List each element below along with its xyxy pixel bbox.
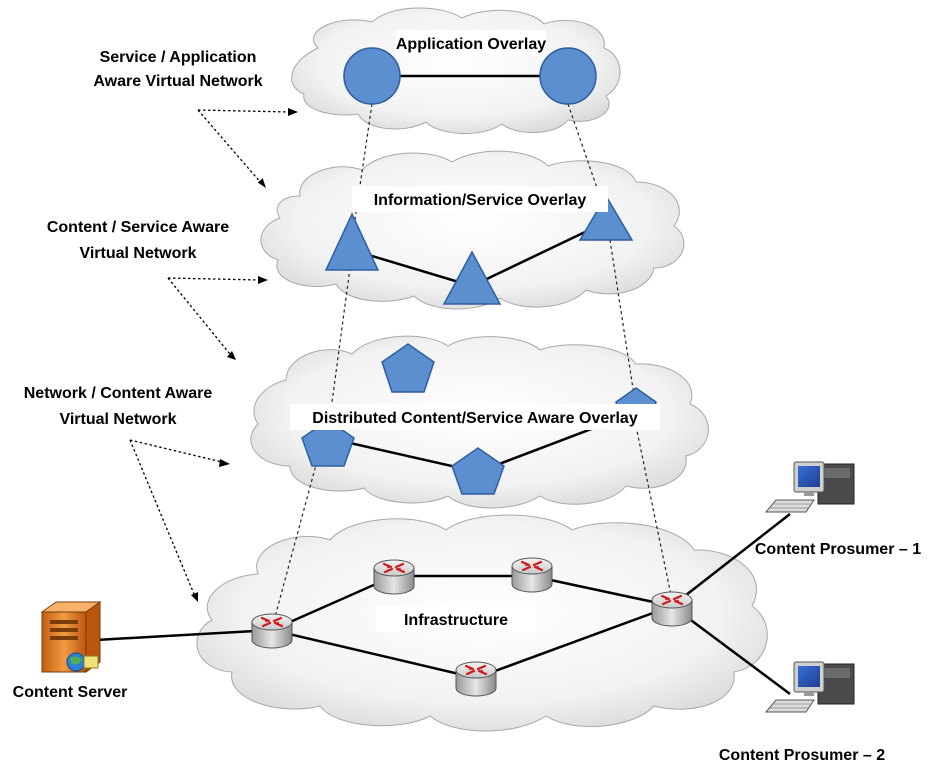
vertical-link-right-mid <box>609 239 637 409</box>
side-label-application-line-2: Aware Virtual Network <box>93 73 262 90</box>
infrastructure-links <box>95 513 791 696</box>
content-prosumer-2-label: Content Prosumer – 2 <box>719 747 885 764</box>
vertical-link-left-lower <box>271 449 321 629</box>
content-server-label: Content Server <box>13 684 128 701</box>
app-node-right <box>539 47 597 105</box>
side-label-application: Service / Application Aware Virtual Netw… <box>93 49 262 90</box>
router-icon <box>454 660 498 698</box>
side-label-distributed: Network / Content Aware Virtual Network <box>24 385 213 428</box>
information-overlay: Information/Service Overlay <box>324 186 634 305</box>
content-prosumer-1-label: Content Prosumer – 1 <box>755 541 921 558</box>
side-label-arrows <box>129 109 291 595</box>
router-icon <box>650 590 694 628</box>
info-node-right <box>578 194 634 241</box>
router-icon <box>372 558 416 596</box>
application-overlay: Application Overlay <box>343 30 597 105</box>
content-prosumer-1: Content Prosumer – 1 <box>755 461 921 558</box>
content-server: Content Server <box>13 601 128 701</box>
side-label-information: Content / Service Aware Virtual Network <box>47 219 229 262</box>
side-label-information-line-2: Virtual Network <box>79 245 196 262</box>
distributed-overlay-label: Distributed Content/Service Aware Overla… <box>312 410 638 427</box>
info-node-bottom <box>442 250 502 305</box>
side-label-information-line-1: Content / Service Aware <box>47 219 229 236</box>
dist-node-top <box>381 343 435 393</box>
infrastructure-layer: Infrastructure <box>95 513 791 698</box>
server-icon <box>40 601 102 673</box>
router-icon <box>510 556 554 594</box>
dist-node-left <box>301 419 355 467</box>
side-label-application-line-1: Service / Application <box>100 49 257 66</box>
side-label-distributed-line-2: Virtual Network <box>59 411 176 428</box>
content-prosumer-2: Content Prosumer – 2 <box>719 661 885 764</box>
router-icon <box>250 612 294 650</box>
info-node-left <box>324 212 380 271</box>
infrastructure-label: Infrastructure <box>404 612 508 629</box>
application-overlay-label: Application Overlay <box>396 36 546 53</box>
arrowheads <box>191 108 298 602</box>
vertical-link-left-upper <box>351 103 373 241</box>
app-node-left <box>343 47 401 105</box>
computer-icon <box>765 461 855 513</box>
side-label-distributed-line-1: Network / Content Aware <box>24 385 213 402</box>
information-overlay-label: Information/Service Overlay <box>374 192 587 209</box>
dist-node-bottom <box>451 447 505 495</box>
distributed-overlay: Distributed Content/Service Aware Overla… <box>290 343 660 495</box>
